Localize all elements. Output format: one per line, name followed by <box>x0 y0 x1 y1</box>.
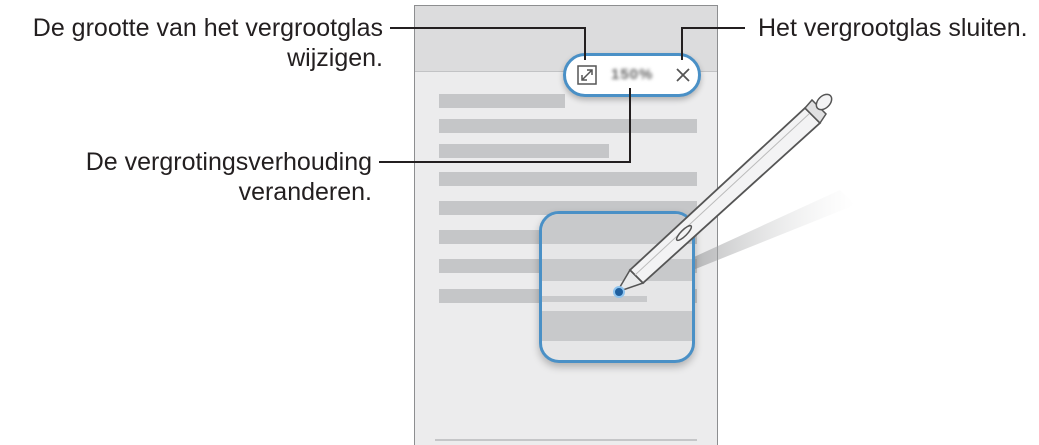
resize-leader-line <box>390 28 585 60</box>
s-pen-icon <box>617 91 835 292</box>
zoom-ratio-leader-line <box>379 88 630 162</box>
bottom-divider <box>435 439 697 441</box>
pen-cursor-icon <box>614 287 624 297</box>
close-leader-line <box>682 28 745 60</box>
